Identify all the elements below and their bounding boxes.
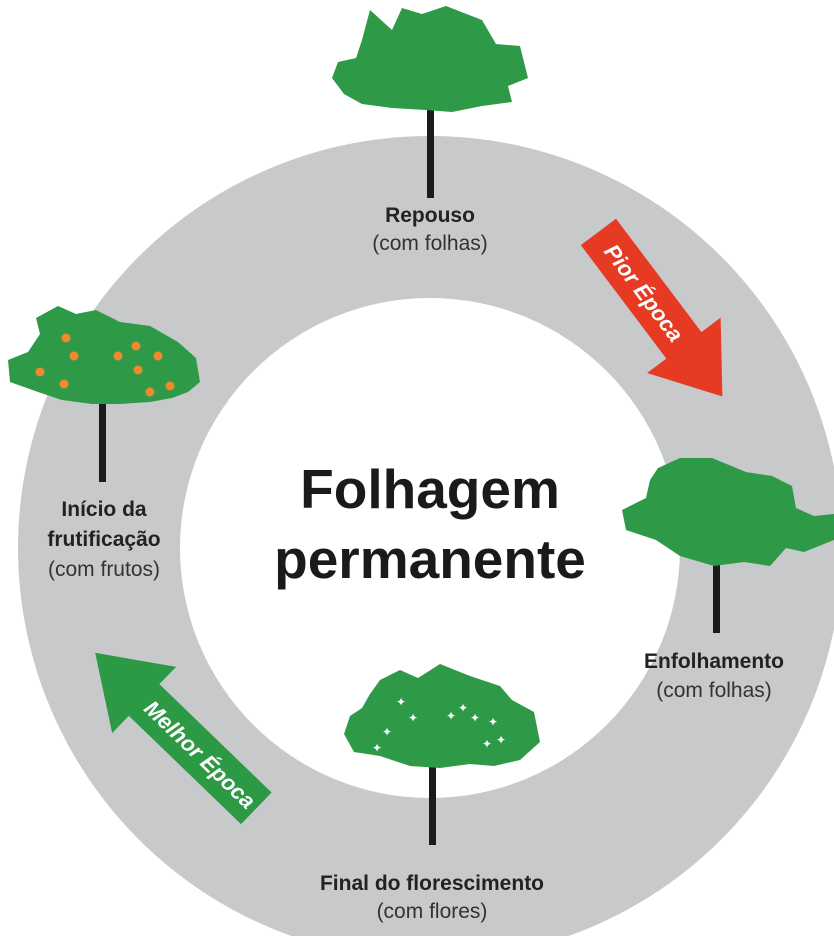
flower-icon: ✦ [446,709,456,723]
fruit-icon [59,379,69,389]
trunk [429,765,436,845]
trunk [99,402,106,482]
stage-florescimento-note: (com flores) [377,900,488,923]
fruits [35,333,175,397]
tree-repouso [332,6,528,198]
stage-repouso-note: (com folhas) [372,232,488,255]
fruit-icon [61,333,71,343]
trunk [427,108,434,198]
trunk [713,555,720,633]
stage-enfolhamento-note: (com folhas) [656,679,772,702]
center-title-line1: Folhagem [300,458,560,520]
fruit-icon [153,351,163,361]
flower-icon: ✦ [496,733,506,747]
flower-icon: ✦ [408,711,418,725]
flower-icon: ✦ [482,737,492,751]
tree-enfolhamento [622,458,834,633]
arrow-shape [580,218,723,397]
cycle-ring [18,136,834,936]
fruit-icon [133,365,143,375]
fruit-icon [69,351,79,361]
fruit-icon [113,351,123,361]
flower-icon: ✦ [458,701,468,715]
fruit-icon [131,341,141,351]
stage-frutificacao-name-line1: Início da [61,498,147,521]
stage-frutificacao-name-line2: frutificação [47,528,160,551]
foliage [8,306,200,404]
flower-icon: ✦ [372,741,382,755]
foliage [344,664,540,768]
foliage [332,6,528,112]
fruit-icon [35,367,45,377]
tree-frutificacao [8,306,200,482]
flower-icon: ✦ [470,711,480,725]
stage-enfolhamento-name: Enfolhamento [644,650,784,673]
center-title-line2: permanente [274,528,586,590]
tree-florescimento: ✦ ✦ ✦ ✦ ✦ ✦ ✦ ✦ ✦ ✦ [344,664,540,845]
fruit-icon [165,381,175,391]
foliage [622,458,834,566]
flower-icon: ✦ [382,725,392,739]
flowers: ✦ ✦ ✦ ✦ ✦ ✦ ✦ ✦ ✦ ✦ [372,695,506,755]
stage-florescimento-name: Final do florescimento [320,872,544,895]
flower-icon: ✦ [488,715,498,729]
stage-frutificacao-note: (com frutos) [48,558,160,581]
fruit-icon [145,387,155,397]
stage-repouso-name: Repouso [385,204,475,227]
arrow-shape [95,652,272,825]
flower-icon: ✦ [396,695,406,709]
